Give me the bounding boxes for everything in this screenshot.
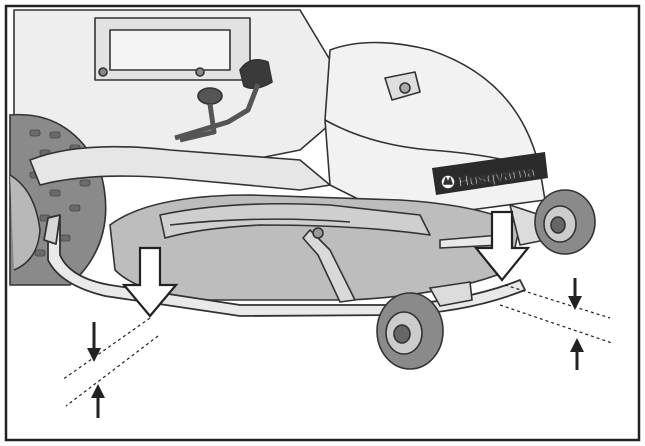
front-wheel-right	[508, 189, 596, 255]
cutting-deck	[109, 194, 521, 303]
front-hood: Husqvarna	[324, 41, 548, 226]
small-down-arrow-icon	[568, 278, 582, 310]
hollow-down-arrow-icon	[121, 246, 179, 318]
pedal-knob	[197, 87, 223, 105]
front-wheel-left	[376, 281, 473, 370]
front-bumper	[43, 214, 526, 317]
height-measure-left	[61, 317, 159, 407]
side-rail	[28, 145, 332, 191]
small-down-arrow-icon	[87, 322, 101, 362]
mower-body-rear	[13, 9, 336, 176]
hollow-down-arrow-icon	[473, 210, 531, 282]
small-up-arrow-icon	[570, 338, 584, 370]
deck-hanger-bracket	[302, 229, 356, 303]
husqvarna-crown-logo-icon	[440, 174, 456, 190]
height-lever-knob	[239, 59, 273, 90]
small-up-arrow-icon	[91, 384, 105, 418]
height-measure-right	[499, 284, 613, 344]
